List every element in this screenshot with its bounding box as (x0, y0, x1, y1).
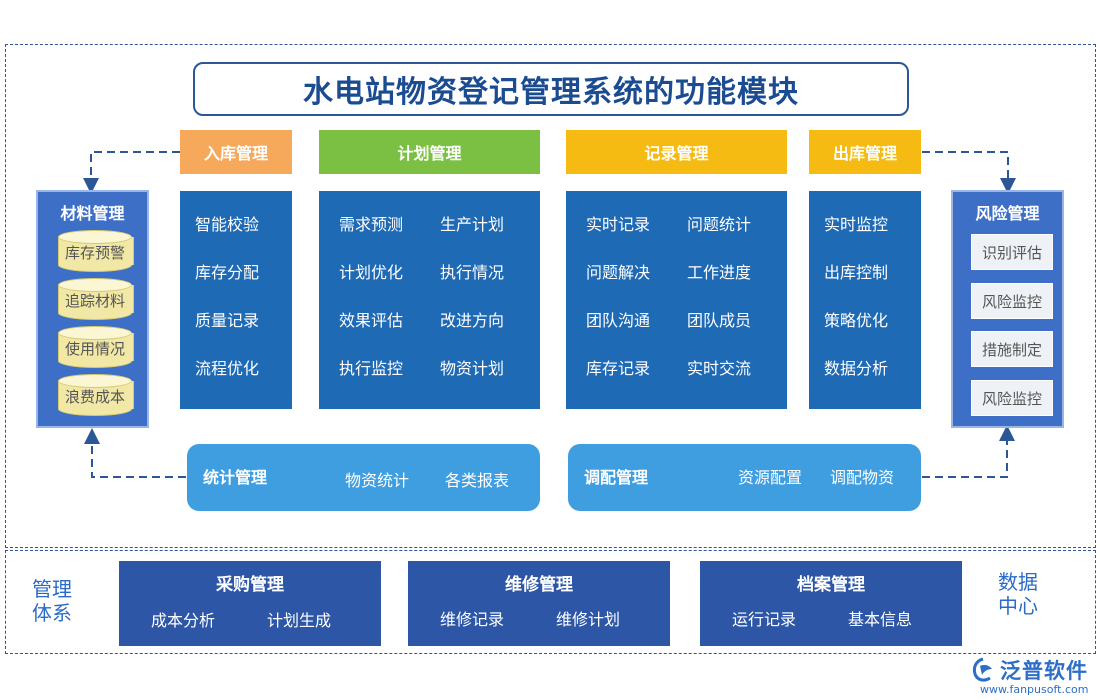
material-cylinder: 库存预警 (58, 230, 134, 272)
risk-item: 风险监控 (971, 380, 1053, 416)
record-column: 实时记录 问题统计 问题解决 工作进度 团队沟通 团队成员 库存记录 实时交流 (566, 191, 787, 409)
statistics-pill: 统计管理 物资统计 各类报表 (187, 444, 540, 511)
outbound-item: 出库控制 (824, 263, 889, 282)
inbound-header: 入库管理 (180, 130, 292, 174)
risk-item: 风险监控 (971, 283, 1053, 319)
risk-item: 识别评估 (971, 234, 1053, 270)
maintenance-box: 维修管理 维修记录 维修计划 (408, 561, 670, 646)
material-cylinder: 浪费成本 (58, 374, 134, 416)
bottom-frame (5, 550, 1096, 654)
material-cylinder: 使用情况 (58, 326, 134, 368)
dispatch-item: 资源配置 (738, 468, 803, 487)
archive-box: 档案管理 运行记录 基本信息 (700, 561, 962, 646)
purchase-item: 计划生成 (267, 611, 332, 630)
material-panel: 材料管理 库存预警 追踪材料 使用情况 浪费成本 (36, 190, 149, 428)
main-frame (5, 44, 1096, 548)
record-item: 实时交流 (687, 359, 752, 378)
outbound-item: 实时监控 (824, 215, 889, 234)
material-item: 追踪材料 (64, 292, 125, 310)
record-item: 团队成员 (687, 311, 752, 330)
data-center-label: 数据 中心 (998, 570, 1038, 618)
inbound-column: 智能校验 库存分配 质量记录 流程优化 (180, 191, 292, 409)
logo-url: www.fanpusoft.com (980, 683, 1089, 696)
plan-item: 改进方向 (440, 311, 505, 330)
statistics-title: 统计管理 (203, 468, 268, 487)
risk-item: 措施制定 (971, 331, 1053, 367)
plan-item: 物资计划 (440, 359, 505, 378)
record-header: 记录管理 (566, 130, 787, 174)
outbound-column: 实时监控 出库控制 策略优化 数据分析 (809, 191, 921, 409)
archive-title: 档案管理 (797, 575, 865, 595)
plan-header: 计划管理 (319, 130, 540, 174)
plan-item: 执行监控 (339, 359, 404, 378)
plan-item: 生产计划 (440, 215, 505, 234)
dispatch-pill: 调配管理 资源配置 调配物资 (568, 444, 921, 511)
record-item: 问题解决 (586, 263, 651, 282)
purchase-box: 采购管理 成本分析 计划生成 (119, 561, 381, 646)
maintenance-item: 维修记录 (440, 610, 505, 629)
risk-panel: 风险管理 识别评估 风险监控 措施制定 风险监控 (951, 190, 1064, 428)
outbound-header: 出库管理 (809, 130, 921, 174)
material-item: 库存预警 (64, 244, 125, 262)
logo-name: 泛普软件 (1000, 659, 1088, 683)
archive-item: 基本信息 (848, 610, 913, 629)
material-title: 材料管理 (60, 204, 125, 223)
page-title: 水电站物资登记管理系统的功能模块 (193, 62, 909, 116)
plan-item: 效果评估 (339, 311, 404, 330)
material-item: 浪费成本 (64, 388, 125, 406)
maintenance-item: 维修计划 (556, 610, 621, 629)
management-system-label: 管理 体系 (32, 577, 72, 625)
inbound-item: 智能校验 (195, 215, 260, 234)
inbound-item: 流程优化 (195, 359, 260, 378)
plan-item: 需求预测 (339, 215, 404, 234)
material-cylinder: 追踪材料 (58, 278, 134, 320)
maintenance-title: 维修管理 (505, 575, 573, 595)
dispatch-item: 调配物资 (830, 468, 895, 487)
risk-title: 风险管理 (975, 204, 1040, 223)
fanpu-logo-icon (972, 657, 992, 682)
plan-item: 执行情况 (440, 263, 505, 282)
record-item: 团队沟通 (586, 311, 651, 330)
record-item: 实时记录 (586, 215, 651, 234)
inbound-item: 质量记录 (195, 311, 260, 330)
plan-item: 计划优化 (339, 263, 404, 282)
statistics-item: 各类报表 (445, 471, 510, 490)
record-item: 库存记录 (586, 359, 651, 378)
purchase-item: 成本分析 (151, 611, 216, 630)
record-item: 问题统计 (687, 215, 752, 234)
material-item: 使用情况 (64, 340, 125, 358)
archive-item: 运行记录 (732, 610, 797, 629)
outbound-item: 策略优化 (824, 311, 889, 330)
purchase-title: 采购管理 (216, 575, 284, 595)
plan-column: 需求预测 生产计划 计划优化 执行情况 效果评估 改进方向 执行监控 物资计划 (319, 191, 540, 409)
record-item: 工作进度 (687, 263, 752, 282)
outbound-item: 数据分析 (824, 359, 889, 378)
dispatch-title: 调配管理 (584, 468, 649, 487)
inbound-item: 库存分配 (195, 263, 260, 282)
fanpu-logo: 泛普软件 www.fanpusoft.com (970, 655, 1096, 697)
statistics-item: 物资统计 (345, 471, 410, 490)
